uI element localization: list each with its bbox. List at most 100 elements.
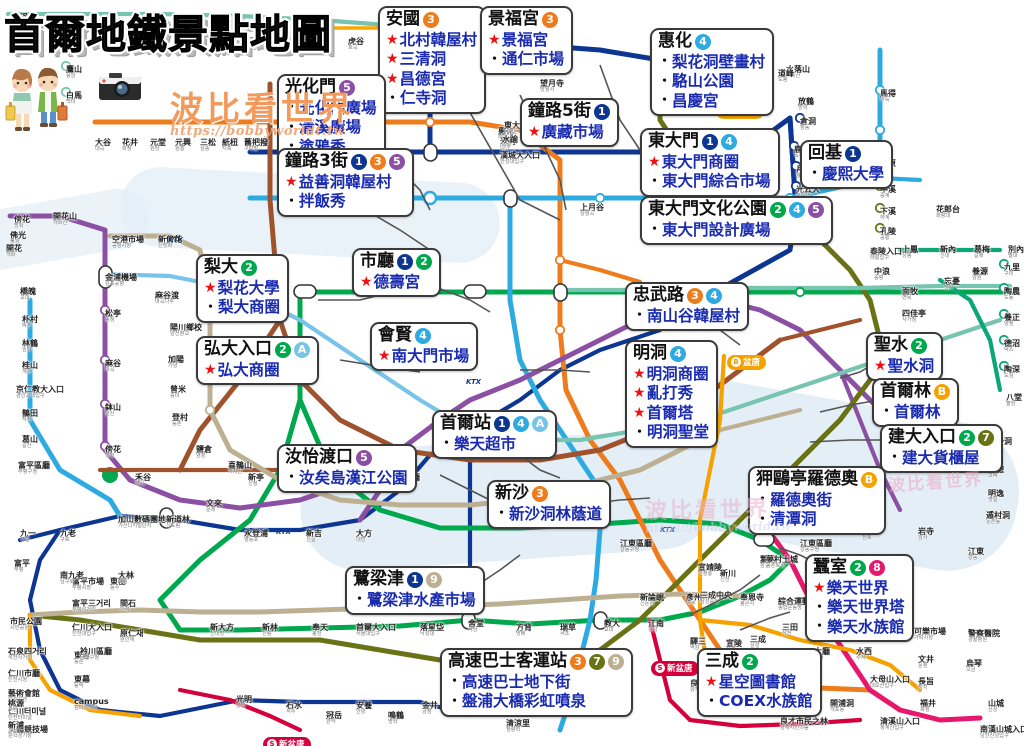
callout-attraction[interactable]: ・羅德奧街 <box>756 491 877 510</box>
callout-attraction[interactable]: ・盤浦大橋彩虹噴泉 <box>448 692 624 711</box>
callout-attraction[interactable]: ・樂天水族館 <box>813 618 905 637</box>
callout-attraction[interactable]: ・高速巴士地下街 <box>448 673 624 692</box>
callout-attraction[interactable]: ★亂打秀 <box>633 384 709 403</box>
line-badge-5: 5 <box>808 201 824 218</box>
callout-attraction[interactable]: ★廣藏市場 <box>528 123 610 142</box>
ktx-mark: KTX <box>660 526 675 534</box>
star-icon: ★ <box>386 51 399 68</box>
callout-attraction[interactable]: ・南山谷韓屋村 <box>633 307 740 326</box>
bullet-icon: ・ <box>440 436 454 452</box>
callout-station-name: 忠武路 <box>633 285 684 305</box>
attraction-label: 梨花洞壁畫村 <box>672 52 766 71</box>
callout-attraction[interactable]: ・拌飯秀 <box>285 192 405 211</box>
callout-attraction[interactable]: ★東大門商圈 <box>648 153 771 172</box>
callout-attraction[interactable]: ★昌德宮 <box>386 70 477 89</box>
callout-attraction[interactable]: ・鷺梁津水產市場 <box>353 591 476 610</box>
callout-attraction[interactable]: ・通仁市場 <box>488 50 564 69</box>
callout-attraction[interactable]: ★德壽宮 <box>360 273 432 292</box>
attraction-label: 羅德奧街 <box>770 490 833 509</box>
callout-station-name: 鐘路5街 <box>528 101 591 121</box>
callout-attraction[interactable]: ・仁寺洞 <box>386 89 477 108</box>
attraction-label: 盤浦大橋彩虹噴泉 <box>462 692 587 711</box>
callout-attraction[interactable]: ★益善洞韓屋村 <box>285 173 405 192</box>
callout-attraction[interactable]: ★明洞商圈 <box>633 365 709 384</box>
callout-attraction[interactable]: ・新沙洞林蔭道 <box>495 505 602 524</box>
callout-attraction[interactable]: ・樂天超市 <box>440 435 548 454</box>
callout-station-name: 明洞 <box>633 343 667 363</box>
bullet-icon: ・ <box>648 222 662 238</box>
callout-attraction[interactable]: ★聖水洞 <box>874 357 934 376</box>
callout-attraction[interactable]: ★景福宮 <box>488 31 564 50</box>
callout-attraction[interactable]: ・昌慶宮 <box>658 92 765 111</box>
callout-attraction[interactable]: ・慶熙大學 <box>808 165 884 184</box>
callout-attraction[interactable]: ・光化門廣場 <box>285 99 377 118</box>
callout-attraction[interactable]: ・COEX水族館 <box>705 692 813 711</box>
callout-attraction[interactable]: ・汝矣島漢江公園 <box>285 469 408 488</box>
attraction-label: 益善洞韓屋村 <box>298 172 392 191</box>
star-icon: ★ <box>648 153 661 170</box>
callout-attraction[interactable]: ★首爾塔 <box>633 404 709 423</box>
line-badge-1: 1 <box>702 133 718 150</box>
callout-attraction[interactable]: ★弘大商圈 <box>204 361 310 380</box>
callout-attraction[interactable]: ・梨花洞壁畫村 <box>658 53 765 72</box>
star-icon: ★ <box>378 347 391 364</box>
line-badge-5: 5 <box>339 79 355 96</box>
callout-attraction[interactable]: ・建大貨櫃屋 <box>888 449 994 468</box>
callout-attraction[interactable]: ★南大門市場 <box>378 347 469 366</box>
bullet-icon: ・ <box>495 506 509 522</box>
line-badge-4: 4 <box>789 201 805 218</box>
line-badge-2: 2 <box>911 337 927 354</box>
line-badge-B: B <box>861 471 877 488</box>
callout-attraction[interactable]: ・清潭洞 <box>756 510 877 529</box>
callout-attraction[interactable]: ・明洞聖堂 <box>633 423 709 442</box>
line-sinbundang <box>177 617 863 733</box>
callout-attraction[interactable]: ・樂天世界塔 <box>813 598 905 617</box>
callout-attraction[interactable]: ・清溪廣場 <box>285 118 377 137</box>
callout-attraction[interactable]: ・首爾林 <box>880 403 950 422</box>
callout-attraction[interactable]: ★星空圖書館 <box>705 673 813 692</box>
bullet-icon: ・ <box>386 90 400 106</box>
ktx-mark: KTX <box>168 236 183 244</box>
chip-letter-icon: B <box>731 357 741 367</box>
callout-attraction[interactable]: ・東大門設計廣場 <box>648 221 824 240</box>
callout-attraction[interactable]: ・駱山公園 <box>658 72 765 91</box>
callout-attraction[interactable]: ・梨大商圈 <box>204 298 280 317</box>
attraction-label: 廣藏市場 <box>541 122 604 141</box>
callout-attraction[interactable]: ★樂天世界 <box>813 579 905 598</box>
bullet-icon: ・ <box>705 693 719 709</box>
callout-attraction[interactable]: ★三清洞 <box>386 50 477 69</box>
callout-attraction[interactable]: ★北村韓屋村 <box>386 31 477 50</box>
callout-attraction[interactable]: ★梨花大學 <box>204 279 280 298</box>
callout-attraction[interactable]: ・東大門綜合市場 <box>648 172 771 191</box>
attraction-label: 首爾林 <box>894 402 941 421</box>
